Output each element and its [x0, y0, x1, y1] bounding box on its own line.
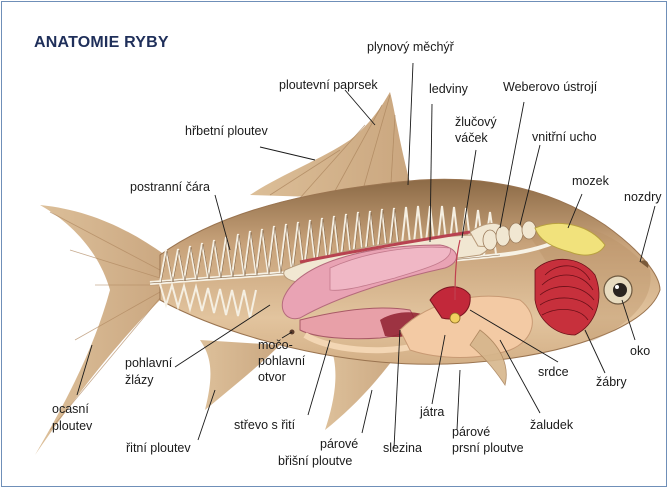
label-weberovo-ustroji: Weberovo ústrojí [503, 80, 597, 95]
label-ledviny: ledviny [429, 82, 468, 97]
pupil-highlight [615, 285, 619, 289]
label-zlucovy-vacek-1: žlučový [455, 115, 497, 130]
label-parove-prsni-ploutve-2: prsní ploutve [452, 441, 524, 456]
label-mozek: mozek [572, 174, 609, 189]
label-zaludek: žaludek [530, 418, 573, 433]
label-ocasni-ploutev-1: ocasní [52, 402, 89, 417]
label-pohlavni-zlazy-2: žlázy [125, 373, 153, 388]
label-zlucovy-vacek-2: váček [455, 131, 488, 146]
label-postranni-cara: postranní čára [130, 180, 210, 195]
label-plynovy-mechyr: plynový měchýř [367, 40, 454, 55]
label-hrbetni-ploutev: hřbetní ploutev [185, 124, 268, 139]
label-nozdry: nozdry [624, 190, 662, 205]
label-vnitrni-ucho: vnitřní ucho [532, 130, 597, 145]
label-ocasni-ploutev-2: ploutev [52, 419, 92, 434]
label-jatra: játra [420, 405, 444, 420]
label-pohlavni-zlazy-1: pohlavní [125, 356, 172, 371]
pupil [613, 283, 627, 297]
label-ritni-ploutev: řitní ploutev [126, 441, 191, 456]
tail-fin [35, 205, 165, 455]
label-strevo-s-riti: střevo s řití [234, 418, 295, 433]
label-parove-prsni-ploutve-1: párové [452, 425, 490, 440]
label-ploutevni-paprsek: ploutevní paprsek [279, 78, 378, 93]
label-slezina: slezina [383, 441, 422, 456]
label-zabry: žábry [596, 375, 627, 390]
label-mocopohlavni-otvor-3: otvor [258, 370, 286, 385]
label-srdce: srdce [538, 365, 569, 380]
label-parove-brisni-ploutve-2: břišní ploutve [278, 454, 352, 469]
label-parove-brisni-ploutve-1: párové [320, 437, 358, 452]
gall-bladder [450, 313, 460, 323]
label-mocopohlavni-otvor-2: pohlavní [258, 354, 305, 369]
label-oko: oko [630, 344, 650, 359]
label-mocopohlavni-otvor-1: močo- [258, 338, 293, 353]
